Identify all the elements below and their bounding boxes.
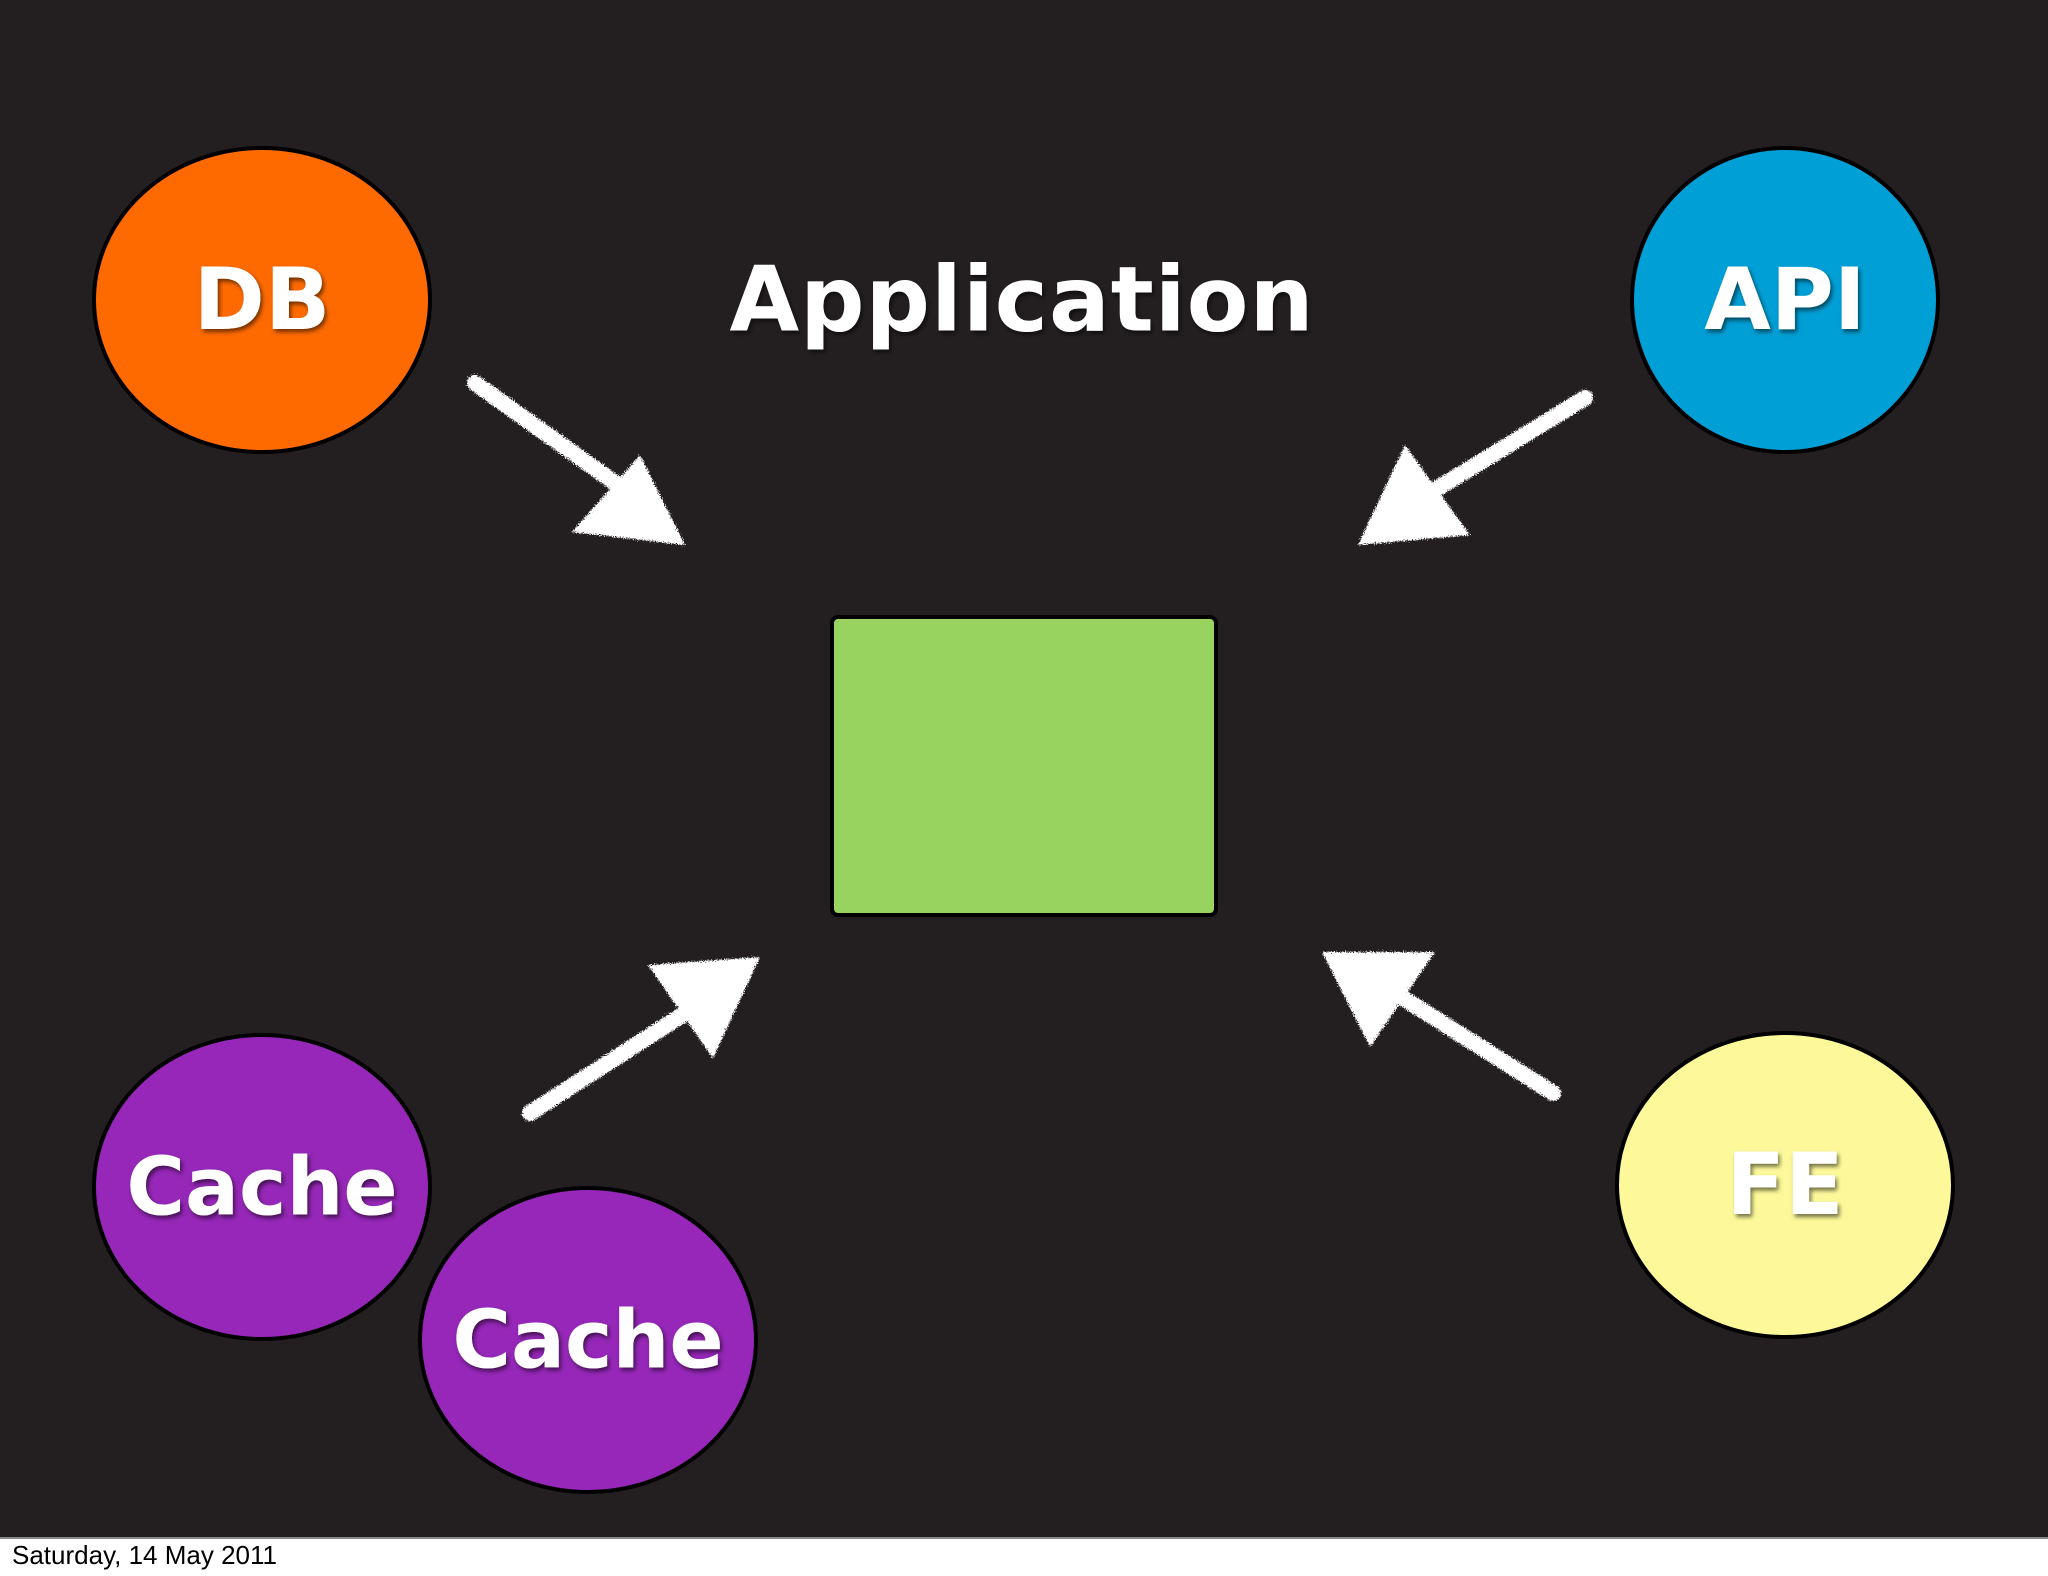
- diagram: Application DB API Cache Cache FE: [92, 146, 1955, 1494]
- footer-date: Saturday, 14 May 2011: [12, 1540, 277, 1570]
- fe-label: FE: [1726, 1135, 1844, 1235]
- slide-canvas: Application DB API Cache Cache FE: [0, 0, 2048, 1537]
- cache-label-2: Cache: [452, 1294, 723, 1387]
- api-label: API: [1704, 250, 1866, 350]
- cache-node-2: Cache: [418, 1186, 758, 1494]
- db-label: DB: [194, 250, 331, 350]
- footer-divider: [0, 1537, 2048, 1539]
- arrow-fe-to-application: [1322, 952, 1561, 1101]
- arrow-cache-to-application: [522, 957, 760, 1121]
- db-node: DB: [92, 146, 432, 454]
- arrows: [467, 375, 1593, 1121]
- cache-label-1: Cache: [126, 1141, 397, 1234]
- arrow-api-to-application: [1358, 390, 1593, 545]
- page-title: Application: [729, 248, 1314, 353]
- cache-node-1: Cache: [92, 1033, 432, 1341]
- arrow-db-to-application: [467, 375, 685, 545]
- fe-node: FE: [1615, 1031, 1955, 1339]
- application-box: [830, 615, 1218, 917]
- api-node: API: [1630, 146, 1940, 454]
